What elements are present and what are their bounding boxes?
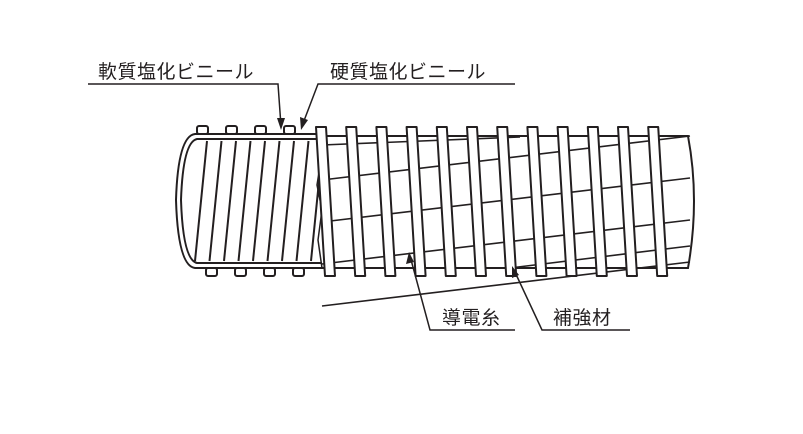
inner-helix-line: [208, 140, 223, 262]
hard-rib: [345, 126, 367, 277]
soft-rib-top: [225, 125, 238, 135]
label-hard-pvc: 硬質塩化ビニール: [330, 61, 487, 83]
hard-rib: [435, 126, 457, 277]
hard-rib: [617, 126, 638, 277]
hard-rib: [647, 126, 669, 277]
soft-rib-top: [254, 125, 267, 135]
soft-rib-top: [283, 125, 296, 135]
inner-helix-line: [223, 140, 237, 262]
soft-rib-bottom: [234, 267, 247, 277]
hard-rib: [315, 126, 336, 277]
leader-lines: [88, 83, 630, 331]
inner-helix-line: [295, 140, 310, 262]
leader-soft-pvc: [88, 83, 282, 127]
arrowhead-reinforcement: [512, 266, 519, 278]
leader-conductive-thread: [409, 255, 515, 331]
label-reinforcement: 補強材: [553, 307, 612, 329]
soft-rib-top: [196, 125, 209, 135]
soft-rib-bottom: [205, 267, 218, 277]
hard-rib: [586, 126, 608, 277]
hose-cutaway-inner-wall: [179, 138, 322, 264]
inner-helix-lines: [194, 140, 324, 262]
inner-helix-line: [266, 140, 281, 262]
hard-rib: [556, 126, 578, 277]
hard-rib: [526, 126, 548, 277]
soft-pvc-ribs: [196, 125, 305, 277]
leader-hard-pvc: [301, 83, 515, 127]
hose: [174, 125, 695, 307]
label-conductive-thread: 導電糸: [442, 307, 501, 329]
hard-rib: [375, 126, 397, 277]
label-soft-pvc: 軟質塩化ビニール: [98, 61, 255, 83]
inner-helix-line: [237, 140, 252, 262]
inner-helix-line: [252, 140, 266, 262]
inner-helix-line: [281, 140, 295, 262]
hard-rib: [405, 126, 427, 277]
leader-reinforcement: [513, 269, 630, 331]
inner-helix-line: [194, 140, 208, 262]
arrowhead-conductive-thread: [406, 252, 414, 264]
soft-rib-bottom: [263, 267, 276, 277]
hard-pvc-ribs: [315, 126, 669, 277]
arrowhead-hard-pvc: [300, 117, 308, 130]
arrowhead-soft-pvc: [277, 118, 285, 130]
arrowheads: [277, 117, 519, 278]
hard-rib: [466, 126, 487, 277]
soft-rib-bottom: [292, 267, 305, 277]
